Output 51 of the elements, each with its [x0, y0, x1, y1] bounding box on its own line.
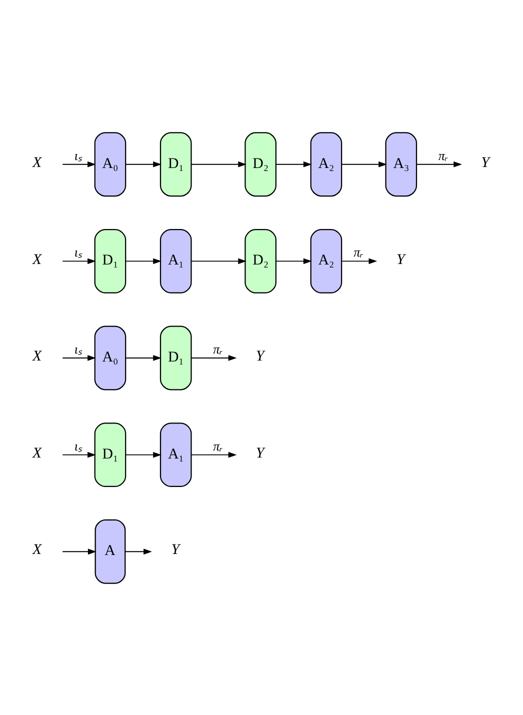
edge-label: ιₛ	[74, 147, 82, 162]
arrow	[62, 160, 96, 167]
arrow	[190, 354, 237, 360]
arrow	[125, 160, 162, 167]
arrow	[125, 258, 162, 264]
node-box: D₁	[94, 422, 126, 487]
arrow	[276, 160, 312, 167]
node-box: A₂	[310, 132, 342, 196]
node-text: Y	[256, 348, 264, 364]
arrow	[125, 451, 162, 458]
edge-label: πᵣ	[213, 341, 223, 356]
node-box: A₁	[160, 422, 192, 487]
arrow	[62, 451, 96, 458]
arrow	[62, 258, 96, 264]
node-text: X	[32, 348, 42, 364]
node-text: Y	[396, 251, 405, 268]
node-box: D₁	[160, 132, 192, 196]
arrow	[341, 160, 387, 167]
edge-label: πᵣ	[213, 438, 223, 453]
node-box: D₂	[244, 228, 276, 293]
node-box: A₀	[94, 132, 126, 196]
arrow	[125, 354, 162, 360]
node-text: Y	[481, 154, 490, 170]
node-text: X	[32, 154, 42, 170]
node-box: A₀	[94, 325, 126, 390]
arrow	[276, 258, 312, 264]
edge-label: ιₛ	[74, 244, 82, 260]
edge-label: πᵣ	[438, 147, 448, 162]
arrow	[416, 160, 462, 167]
node-box: D₂	[244, 132, 276, 196]
arrow	[190, 258, 246, 264]
node-box: A₂	[310, 228, 342, 293]
node-text: X	[32, 251, 42, 268]
node-text: Y	[256, 444, 264, 461]
arrow	[62, 354, 96, 360]
arrow	[62, 548, 96, 554]
edge-label: ιₛ	[74, 438, 82, 453]
node-text: X	[32, 444, 42, 461]
arrow	[190, 160, 246, 167]
node-box: D₁	[160, 325, 192, 390]
arrow	[190, 451, 237, 458]
node-box: A	[94, 518, 126, 584]
node-box: D₁	[94, 228, 126, 293]
edge-label: ιₛ	[74, 341, 82, 356]
node-text: X	[32, 542, 42, 558]
node-box: A₃	[385, 132, 418, 196]
node-box: A₁	[160, 228, 192, 293]
edge-label: πᵣ	[354, 244, 364, 260]
node-text: Y	[171, 542, 180, 558]
arrow	[124, 548, 152, 554]
arrow	[341, 258, 378, 264]
